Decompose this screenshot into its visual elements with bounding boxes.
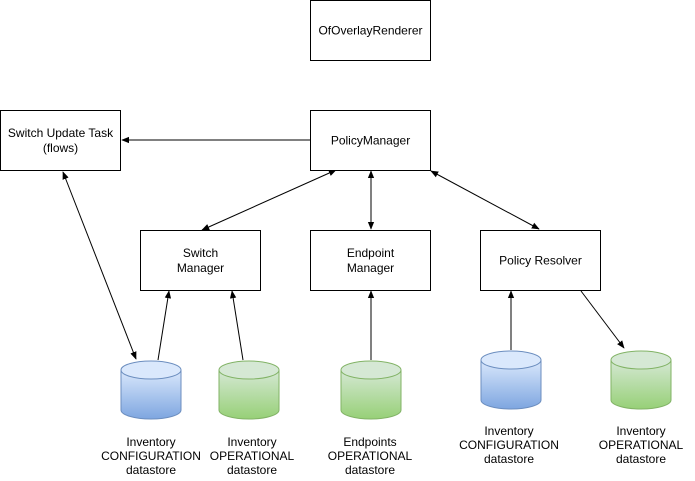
datastore-inventory-configuration-2: Inventory CONFIGURATION datastore <box>459 350 559 466</box>
datastore-label-line1: Inventory <box>484 424 533 438</box>
datastore-label-line1: Inventory <box>616 424 665 438</box>
node-switch-manager-label-line2: Manager <box>177 261 224 275</box>
datastore-label-line2: OPERATIONAL <box>210 449 295 463</box>
node-policymanager-label: PolicyManager <box>331 134 410 148</box>
node-switch-manager: Switch Manager <box>140 230 261 291</box>
edge-policymanager-policyresolver <box>430 170 540 230</box>
datastore-label-line2: OPERATIONAL <box>599 438 684 452</box>
node-ofoverlayrenderer: OfOverlayRenderer <box>310 0 431 61</box>
node-endpoint-manager-label-line1: Endpoint <box>347 246 395 260</box>
edge-switchupdatetask-invconfig1 <box>62 171 137 360</box>
edge-invconfig1-to-switchmanager <box>157 290 172 361</box>
datastore-label-line2: CONFIGURATION <box>101 449 201 463</box>
node-switch-update-task-label-line1: Switch Update Task <box>8 126 114 140</box>
datastore-inventory-configuration-1: Inventory CONFIGURATION datastore <box>101 360 201 477</box>
edge-policymanager-switchmanager <box>201 169 337 231</box>
node-endpoint-manager-label-line2: Manager <box>347 261 394 275</box>
datastore-endpoints-operational: Endpoints OPERATIONAL datastore <box>328 360 413 477</box>
edge-policyresolver-to-invoper2 <box>580 290 625 349</box>
edge-invoper1-to-switchmanager <box>229 290 244 361</box>
node-switch-update-task-label-line2: (flows) <box>43 141 78 155</box>
datastore-inventory-operational-2: Inventory OPERATIONAL datastore <box>599 350 684 466</box>
node-ofoverlayrenderer-label: OfOverlayRenderer <box>318 24 422 38</box>
datastore-label-line3: datastore <box>345 463 395 477</box>
datastore-label-line3: datastore <box>126 463 176 477</box>
datastore-label-line1: Endpoints <box>343 435 396 449</box>
node-policy-resolver: Policy Resolver <box>480 230 601 291</box>
datastore-label-line2: OPERATIONAL <box>328 449 413 463</box>
node-policy-resolver-label: Policy Resolver <box>499 254 582 268</box>
datastore-label-line1: Inventory <box>126 435 175 449</box>
datastore-label-line3: datastore <box>484 452 534 466</box>
node-switch-manager-label-line1: Switch <box>183 246 218 260</box>
datastore-label-line2: CONFIGURATION <box>459 438 559 452</box>
datastore-label-line3: datastore <box>616 452 666 466</box>
node-switch-update-task: Switch Update Task (flows) <box>0 110 121 171</box>
datastore-label-line3: datastore <box>227 463 277 477</box>
node-endpoint-manager: Endpoint Manager <box>310 230 431 291</box>
datastore-inventory-operational-1: Inventory OPERATIONAL datastore <box>210 360 295 477</box>
node-policymanager: PolicyManager <box>310 110 431 171</box>
datastore-label-line1: Inventory <box>227 435 276 449</box>
